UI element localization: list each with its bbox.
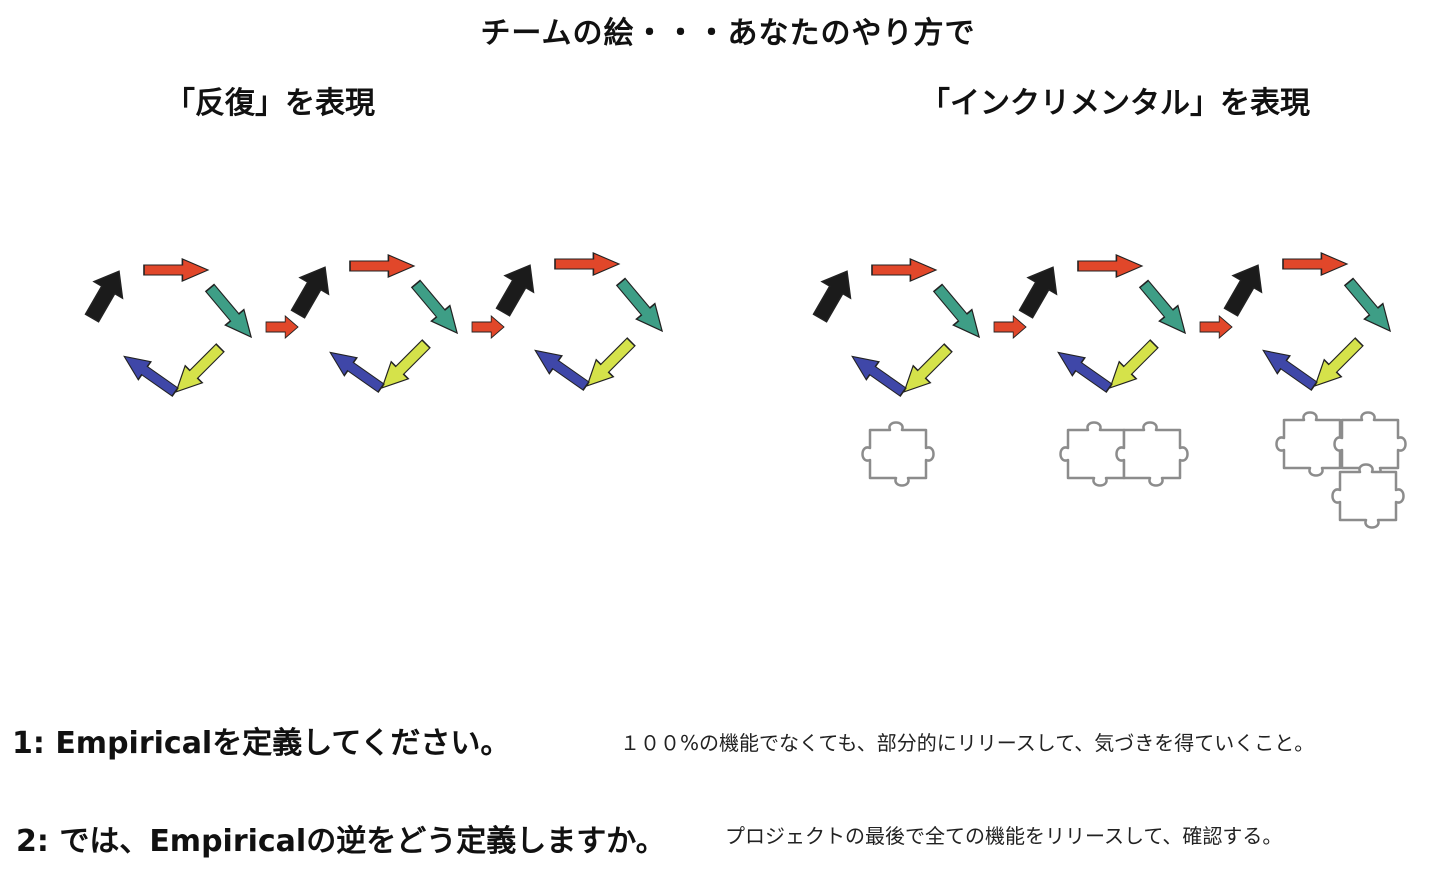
cycle-arrow [611,273,673,340]
cycle-arrow [406,275,468,342]
cycle-arrow [166,338,230,402]
cycle-arrow [577,332,641,396]
puzzle-piece-icon [861,421,935,487]
cycle-arrow [487,256,546,321]
question-2: 2: では、Empiricalの逆をどう定義しますか。 [16,824,666,859]
iteration-subtitle: 「反復」を表現 [165,86,375,121]
cycle-arrow [1215,256,1274,321]
page-title: チームの絵・・・あなたのやり方で [480,16,976,51]
cycle-arrow [1256,340,1322,396]
cycle-arrow [200,279,262,346]
iteration-cycle-icon [76,258,262,402]
connector-arrow [265,315,299,339]
cycle-arrow [528,340,594,396]
increment-diagram [804,252,1407,529]
answer-2: プロジェクトの最後で全ての機能をリリースして、確認する。 [725,824,1283,848]
puzzle-piece-icon [1115,421,1189,487]
cycle-arrow [1339,273,1401,340]
cycle-arrow [1077,254,1143,278]
connector-arrow [471,315,505,339]
cycle-arrow [372,334,436,398]
connector-arrow [993,315,1027,339]
cycle-arrow [804,262,863,327]
cycle-arrow [928,279,990,346]
iteration-cycle-icon [1215,252,1401,396]
cycle-arrow [1051,342,1117,398]
cycle-arrow [894,338,958,402]
answer-1: １００%の機能でなくても、部分的にリリースして、気づきを得ていくこと。 [620,731,1315,755]
iteration-diagram [76,252,673,402]
cycle-arrow [1305,332,1369,396]
connector-arrow [1199,315,1233,339]
cycle-arrow [1100,334,1164,398]
question-1: 1: Empiricalを定義してください。 [12,726,511,761]
cycle-arrow [554,252,620,276]
cycle-arrow [871,258,937,282]
cycle-arrow [143,258,209,282]
iteration-cycle-icon [804,258,990,402]
cycle-arrow [323,342,389,398]
cycle-arrow [1010,258,1069,323]
cycle-arrow [282,258,341,323]
iteration-cycle-icon [487,252,673,396]
iteration-cycle-icon [282,254,468,398]
puzzle-piece-icon [1331,463,1405,529]
increment-subtitle: 「インクリメンタル」を表現 [920,86,1310,121]
cycle-arrow [117,346,183,402]
cycle-arrow [76,262,135,327]
cycle-arrow [1134,275,1196,342]
cycle-arrow [349,254,415,278]
iteration-cycle-icon [1010,254,1196,398]
cycle-arrow [845,346,911,402]
cycle-arrow [1282,252,1348,276]
